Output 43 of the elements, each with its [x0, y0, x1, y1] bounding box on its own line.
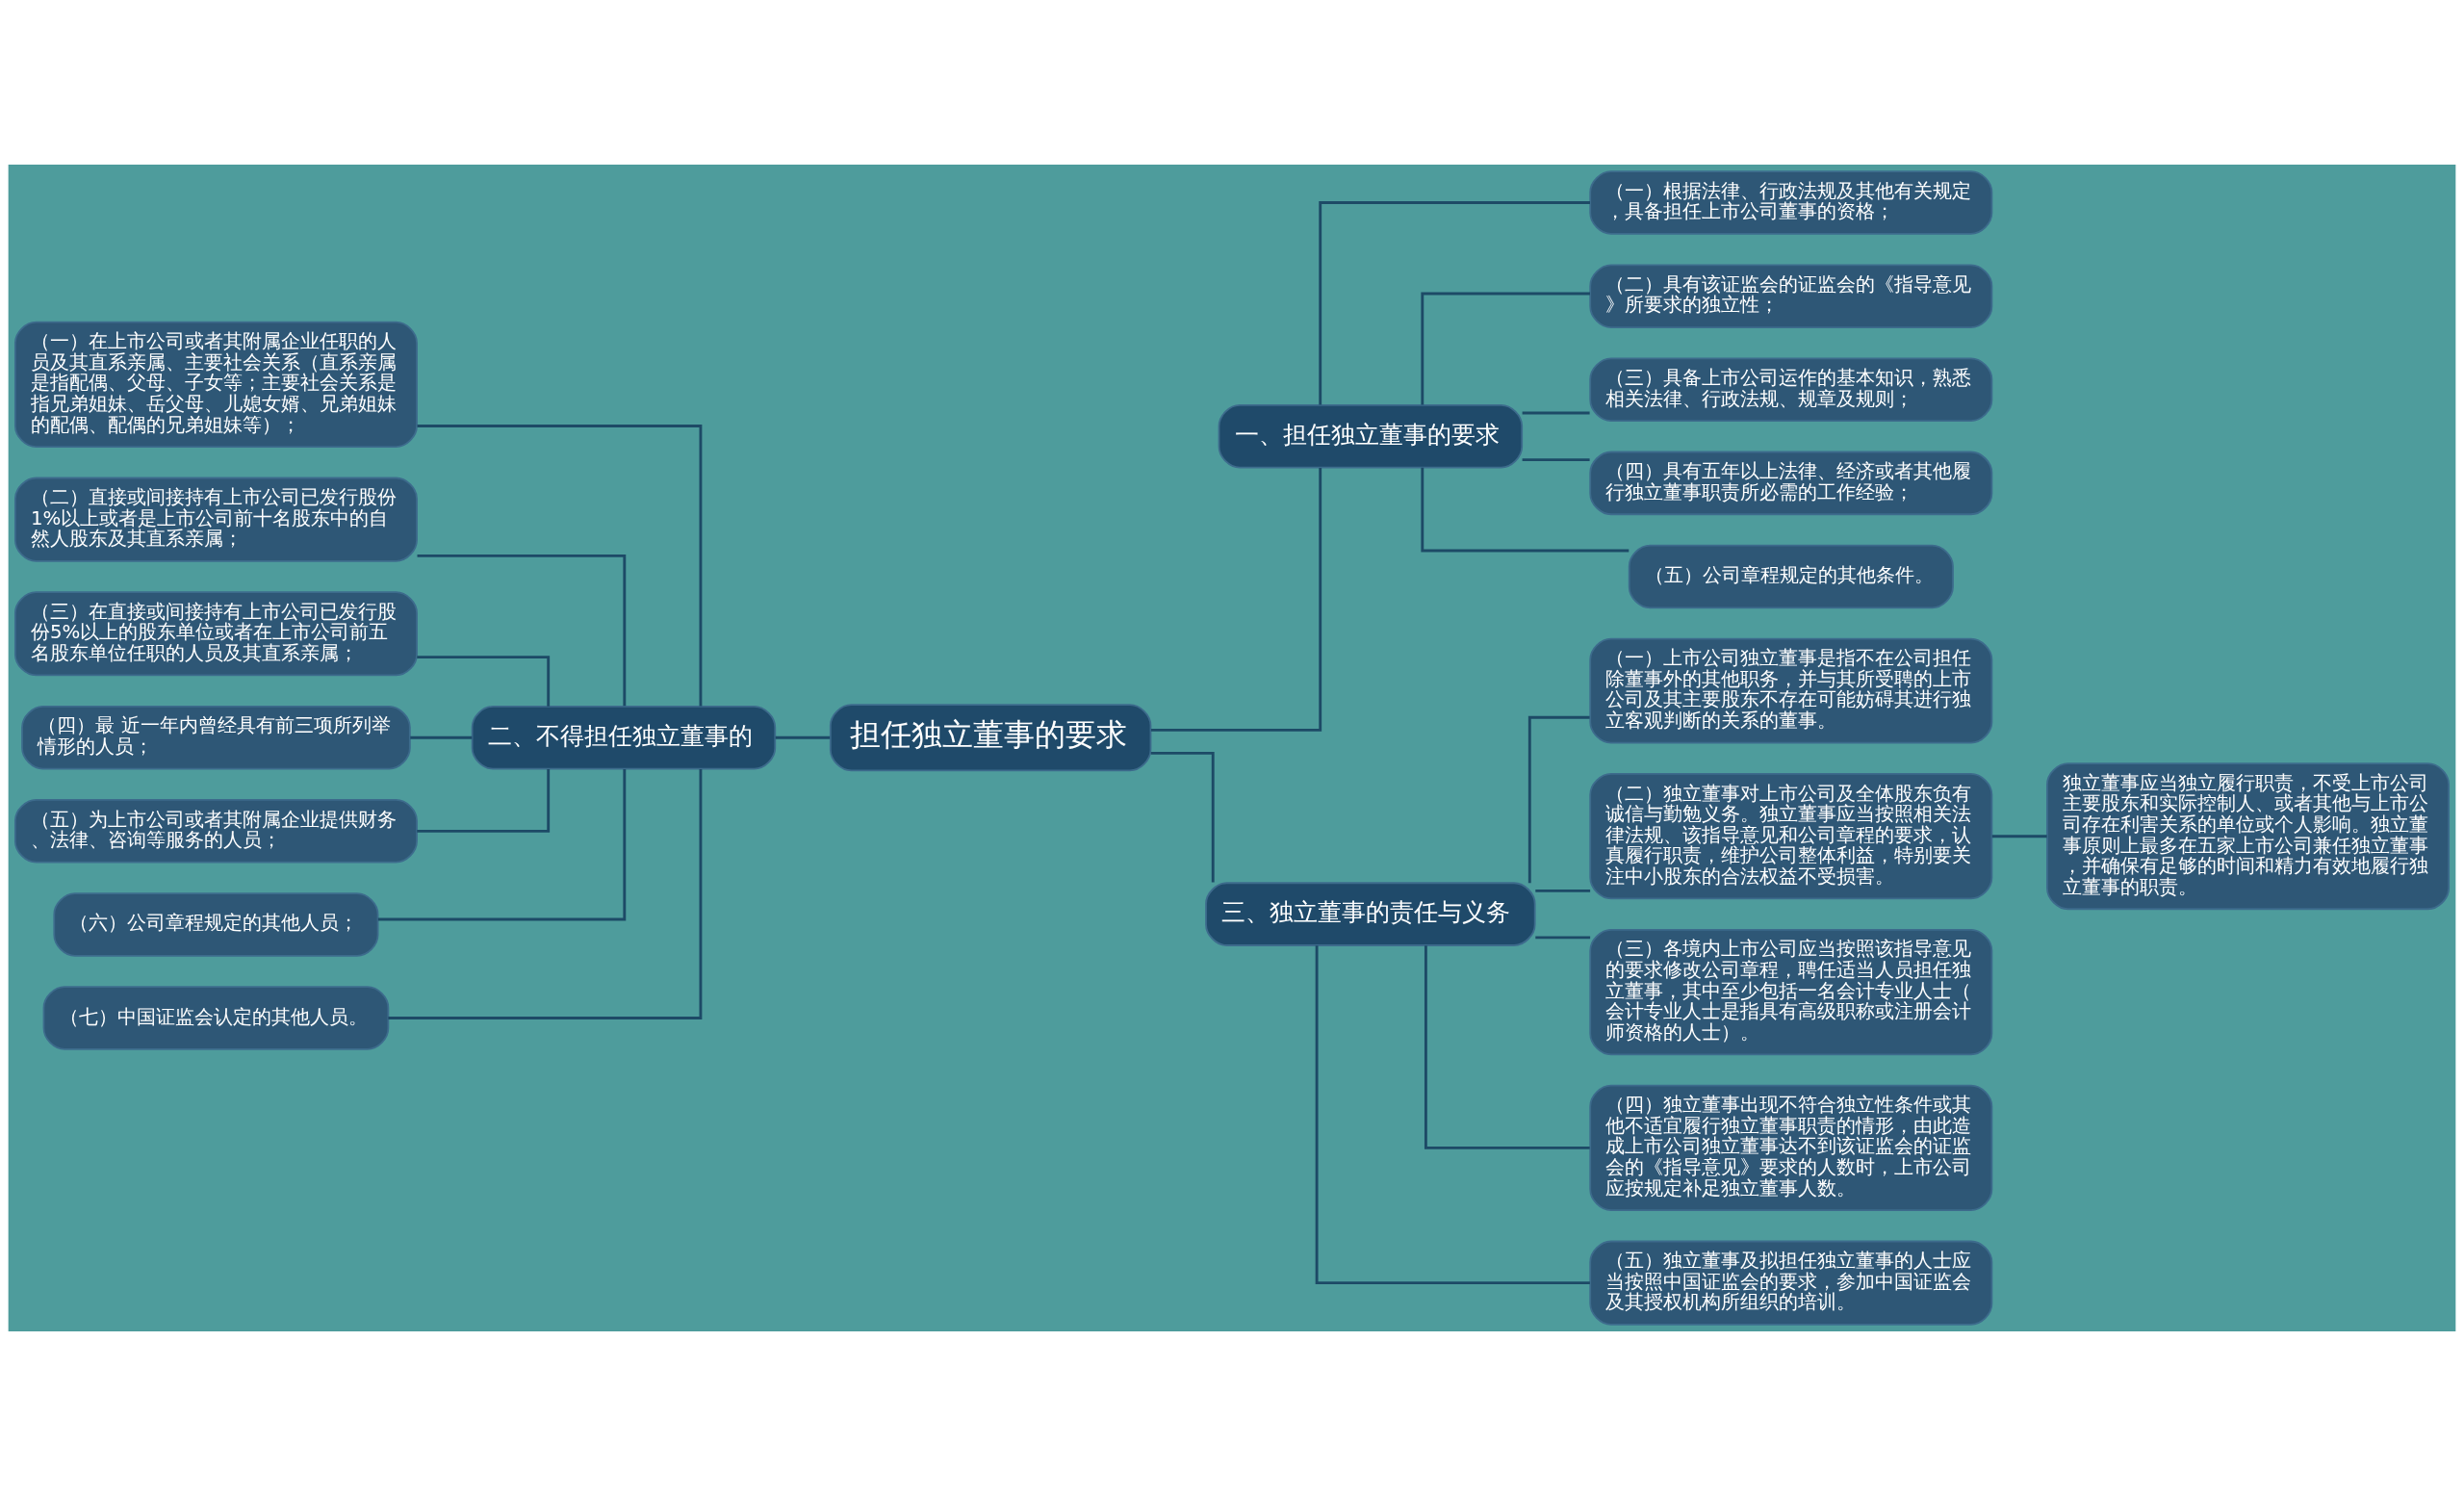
node-box: （四）具有五年以上法律、经济或者其他履行独立董事职责所必需的工作经验； — [1589, 451, 1993, 516]
connector — [417, 656, 551, 707]
node-box: 二、不得担任独立董事的 — [471, 705, 777, 770]
node-box: （二）具有该证监会的证监会的《指导意见》所要求的独立性； — [1589, 264, 1993, 328]
node-box: （五）独立董事及拟担任独立董事的人士应当按照中国证监会的要求，参加中国证监会及其授权机构所组织的培训。 — [1589, 1240, 1993, 1326]
connector — [417, 769, 551, 833]
connector — [1527, 715, 1590, 884]
node-box: （一）在上市公司或者其附属企业任职的人员及其直系亲属、主要社会关系（直系亲属是指配偶、父母、子女等；主要社会关系是指兄弟姐妹、岳父母、儿媳女婿、兄弟姐妹的配偶、配偶的兄弟姐妹等）； — [13, 321, 418, 448]
connector — [775, 735, 831, 739]
node-box: （一）上市公司独立董事是指不在公司担任除董事外的其他职务，并与其所受聘的上市公司及其主要股东不存在可能妨碍其进行独立客观判断的关系的董事。 — [1589, 637, 1993, 744]
node-box: （七）中国证监会认定的其他人员。 — [42, 986, 390, 1050]
node-box: （五）为上市公司或者其附属企业提供财务、法律、咨询等服务的人员； — [13, 799, 418, 864]
connector — [1522, 411, 1590, 415]
node-box: （三）具备上市公司运作的基本知识，熟悉相关法律、行政法规、规章及规则； — [1589, 357, 1993, 423]
node-box: （四）最 近一年内曾经具有前三项所列举情形的人员； — [21, 705, 411, 770]
connector — [1150, 468, 1322, 732]
node-box: （二）直接或间接持有上市公司已发行股份1%以上或者是上市公司前十名股东中的自然人股东及其直系亲属； — [13, 477, 418, 562]
connector — [410, 735, 473, 739]
node-box: 担任独立董事的要求 — [829, 704, 1152, 772]
connector — [1150, 751, 1215, 883]
connector — [1535, 936, 1591, 940]
node-box: （六）公司章程规定的其他人员； — [53, 892, 379, 957]
node-box: （四）独立董事出现不符合独立性条件或其他不适宜履行独立董事职责的情形，由此造成上市公司独立董事达不到该证监会的证监会的《指导意见》要求的人数时，上市公司应按规定补足独立董事人数。 — [1589, 1084, 1993, 1211]
node-box: 独立董事应当独立履行职责，不受上市公司主要股东和实际控制人、或者其他与上市公司存在利害关系的单位或个人影响。独立董事原则上最多在五家上市公司兼任独立董事，并确保有足够的时间和精力有效地履行独立董事的职责。 — [2046, 762, 2451, 911]
connector — [1421, 467, 1630, 553]
connector — [1319, 201, 1590, 405]
connector — [1424, 945, 1590, 1149]
node-box: （二）独立董事对上市公司及全体股东负有诚信与勤勉义务。独立董事应当按照相关法律法规、该指导意见和公司章程的要求，认真履行职责，维护公司整体利益，特别要关注中小股东的合法权益不受损害。 — [1589, 773, 1993, 900]
connector — [1315, 945, 1590, 1285]
node-box: （一）根据法律、行政法规及其他有关规定，具备担任上市公司董事的资格； — [1589, 170, 1993, 235]
node-box: 一、担任独立董事的要求 — [1218, 404, 1524, 469]
connector — [417, 554, 627, 707]
connector — [377, 769, 627, 921]
node-box: （三）在直接或间接持有上市公司已发行股份5%以上的股东单位或者在上市公司前五名股东单位任职的人员及其直系亲属； — [13, 591, 418, 677]
connector — [388, 769, 703, 1019]
node-box: 三、独立董事的责任与义务 — [1205, 882, 1536, 946]
connector — [1522, 458, 1590, 462]
connector — [1991, 835, 2047, 838]
node-box: （五）公司章程规定的其他条件。 — [1628, 544, 1954, 609]
connector — [1535, 889, 1591, 892]
connector — [1421, 292, 1590, 405]
node-box: （三）各境内上市公司应当按照该指导意见的要求修改公司章程，聘任适当人员担任独立董事，其中至少包括一名会计专业人士（会计专业人士是指具有高级职称或注册会计师资格的人士）。 — [1589, 928, 1993, 1056]
connector — [417, 425, 703, 707]
